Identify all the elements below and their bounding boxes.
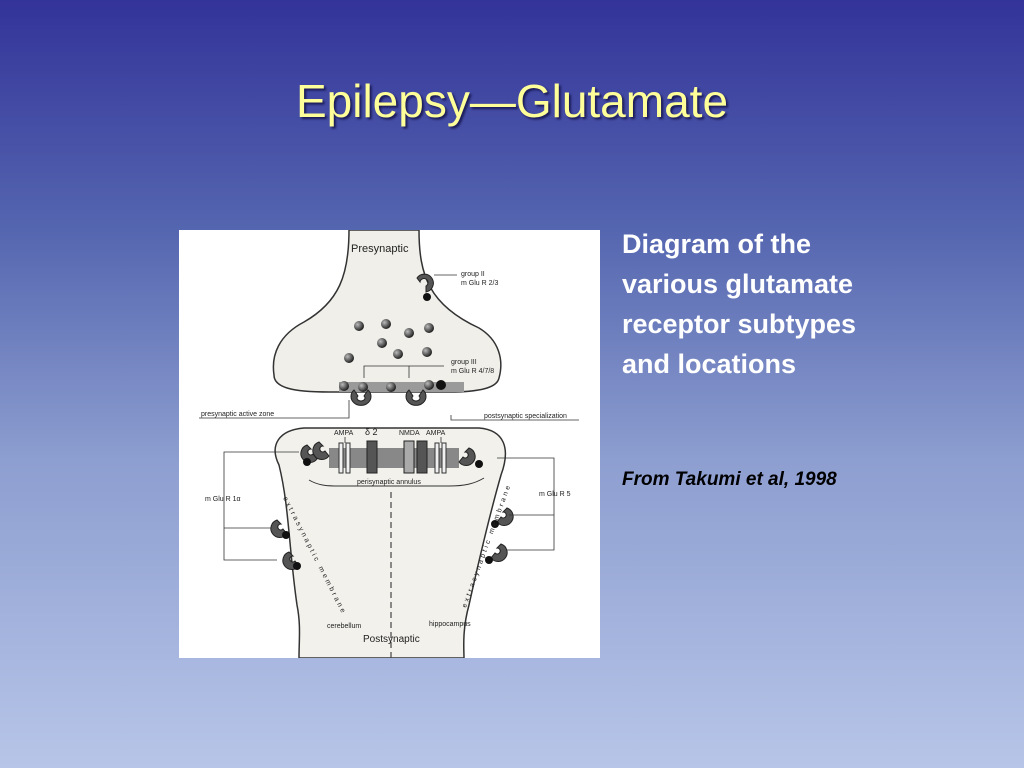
label-cerebellum: cerebellum (327, 623, 361, 630)
label-group2-a: group II (461, 271, 485, 278)
label-ampa-left: AMPA (334, 430, 354, 437)
label-active-zone: presynaptic active zone (201, 411, 274, 418)
label-post-spec: postsynaptic specialization (484, 413, 567, 420)
label-presynaptic: Presynaptic (351, 243, 409, 255)
label-group2-b: m Glu R 2/3 (461, 280, 498, 287)
label-mglur5: m Glu R 5 (539, 491, 571, 498)
caption-line: and locations (622, 349, 797, 379)
label-delta2: δ 2 (365, 427, 378, 437)
synapse-diagram-svg: Presynaptic group II m Glu R 2/3 group I… (199, 230, 579, 658)
mglur-receptors (270, 273, 514, 570)
synaptic-vesicles (339, 319, 446, 392)
label-nmda: NMDA (399, 430, 420, 437)
receptor-channels (338, 440, 447, 474)
slide-title: Epilepsy—Glutamate (295, 75, 729, 127)
synapse-diagram: Presynaptic group II m Glu R 2/3 group I… (179, 230, 600, 658)
presynaptic-active-zone (339, 382, 464, 392)
label-hippocampus: hippocampus (429, 621, 471, 628)
label-group3-a: group III (451, 359, 477, 366)
caption-line: Diagram of the (622, 229, 812, 259)
caption-line: various glutamate (622, 269, 854, 299)
label-group3-b: m Glu R 4/7/8 (451, 368, 494, 375)
leader-lines (199, 274, 579, 561)
label-ampa-right: AMPA (426, 430, 446, 437)
label-postsynaptic: Postsynaptic (363, 634, 420, 645)
diagram-caption: Diagram of the various glutamate recepto… (622, 224, 1002, 384)
caption-line: receptor subtypes (622, 309, 857, 339)
label-mglur1: m Glu R 1α (205, 496, 241, 503)
citation: From Takumi et al, 1998 (622, 469, 837, 490)
receptor-ligands (282, 293, 499, 570)
label-perisynaptic: perisynaptic annulus (357, 479, 421, 486)
